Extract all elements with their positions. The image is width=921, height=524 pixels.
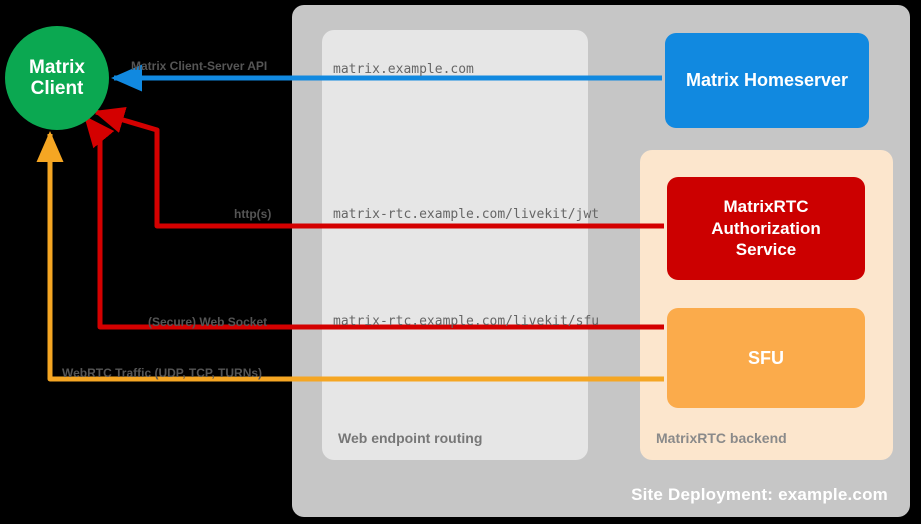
label-secure-web-socket: (Secure) Web Socket <box>148 315 268 329</box>
matrix-client-line-1: Matrix <box>29 56 85 78</box>
label-matrix-client-server-api: Matrix Client-Server API <box>131 59 268 73</box>
auth-service-line-3: Service <box>735 240 797 260</box>
endpoint-matrix-example-com: matrix.example.com <box>333 62 474 77</box>
site-deployment-label: Site Deployment: example.com <box>631 485 888 504</box>
node-sfu[interactable]: SFU <box>667 308 865 408</box>
sfu-label: SFU <box>748 347 784 368</box>
label-webrtc-traffic: WebRTC Traffic (UDP, TCP, TURNs) <box>62 366 263 380</box>
endpoint-livekit-jwt: matrix-rtc.example.com/livekit/jwt <box>333 207 600 222</box>
node-matrix-homeserver[interactable]: Matrix Homeserver <box>665 33 869 128</box>
web-endpoint-routing-label: Web endpoint routing <box>338 430 483 446</box>
web-endpoint-routing-panel: Web endpoint routing <box>322 30 588 460</box>
matrix-client-line-2: Client <box>30 78 84 99</box>
endpoint-livekit-sfu: matrix-rtc.example.com/livekit/sfu <box>333 314 600 329</box>
matrixrtc-backend-label: MatrixRTC backend <box>656 430 787 446</box>
label-http-s: http(s) <box>234 207 272 221</box>
auth-service-line-2: Authorization <box>711 218 821 238</box>
node-matrix-client[interactable]: Matrix Client <box>5 26 109 130</box>
matrix-homeserver-label: Matrix Homeserver <box>685 70 849 90</box>
auth-service-line-1: MatrixRTC <box>723 196 809 216</box>
node-matrixrtc-authorization-service[interactable]: MatrixRTC Authorization Service <box>667 177 865 280</box>
